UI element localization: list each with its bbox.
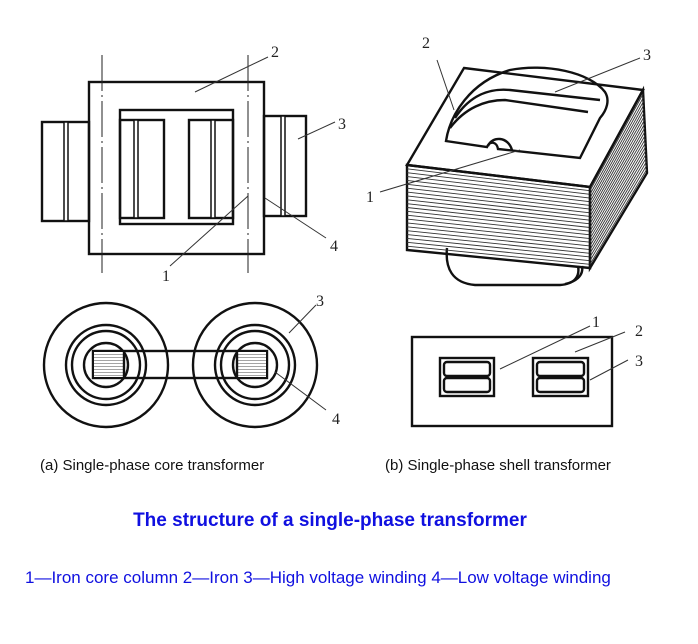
lamination-line (406, 226, 591, 247)
shell-coil (444, 66, 609, 160)
shell-front-face (405, 163, 592, 270)
label-3: 3 (338, 116, 346, 133)
lamination-line (406, 180, 591, 203)
label-2-section: 2 (635, 323, 643, 340)
figure-legend: 1—Iron core column 2—Iron 3—High voltage… (25, 568, 611, 587)
lamination-line (589, 138, 646, 236)
lamination-line (589, 146, 647, 243)
lamination-line (589, 127, 646, 225)
figure-title: The structure of a single-phase transfor… (133, 510, 527, 531)
lamination-line (406, 245, 591, 265)
iron-core-frame (87, 80, 266, 256)
lamination-line (589, 157, 647, 254)
lamination-line (589, 104, 645, 202)
transformer-diagram: 2 3 4 1 3 4 (40, 35, 651, 429)
lamination-line (589, 165, 648, 261)
core-transformer-front-view: 2 3 4 1 (40, 44, 346, 285)
label-3-shell: 3 (643, 47, 651, 64)
lamination-line (589, 161, 647, 258)
lamination-line (589, 108, 645, 206)
lamination-line (589, 101, 644, 199)
label-4-top: 4 (332, 411, 340, 428)
label-2-shell: 2 (422, 35, 430, 52)
lamination-line (406, 207, 591, 228)
lamination-line (406, 195, 591, 217)
label-2: 2 (271, 44, 279, 61)
shell-transformer-section: 1 2 3 (410, 314, 643, 428)
lamination-line (406, 230, 591, 251)
shell-transformer-3d-view: 2 3 1 (366, 35, 651, 287)
lamination-line (406, 237, 591, 258)
lamination-line (406, 203, 591, 225)
lamination-line (406, 210, 591, 232)
lamination-line (406, 168, 591, 192)
lamination-line (589, 97, 644, 195)
label-4: 4 (330, 238, 338, 255)
label-1-section: 1 (592, 314, 600, 331)
caption-shell-transformer: (b) Single-phase shell transformer (385, 457, 611, 474)
lamination-line (589, 112, 645, 210)
core-transformer-top-view: 3 4 (42, 293, 340, 429)
label-1-shell: 1 (366, 189, 374, 206)
label-3-section: 3 (635, 353, 643, 370)
lamination-line (589, 135, 646, 232)
inner-left-winding (118, 118, 166, 220)
lamination-line (589, 142, 646, 239)
lamination-line (589, 150, 647, 247)
shell-top-face (405, 66, 645, 189)
lamination-line (589, 123, 646, 221)
yoke-bar (91, 349, 269, 380)
lamination-line (406, 176, 591, 199)
lamination-line (406, 222, 591, 243)
lamination-line (406, 241, 591, 262)
lamination-line (589, 93, 644, 191)
lamination-line (406, 218, 591, 239)
lamination-line (406, 172, 591, 195)
lamination-line (406, 234, 591, 254)
caption-core-transformer: (a) Single-phase core transformer (40, 457, 265, 474)
lamination-line (589, 168, 648, 265)
lamination-line (589, 119, 645, 217)
lamination-line (406, 191, 591, 214)
lamination-line (406, 187, 591, 210)
lamination-line (406, 199, 591, 221)
lamination-line (406, 214, 591, 236)
lamination-line (589, 131, 646, 228)
lamination-line (406, 183, 591, 206)
lamination-line (589, 153, 647, 250)
label-1: 1 (162, 268, 170, 285)
lamination-line (589, 116, 645, 213)
label-3-top: 3 (316, 293, 324, 310)
